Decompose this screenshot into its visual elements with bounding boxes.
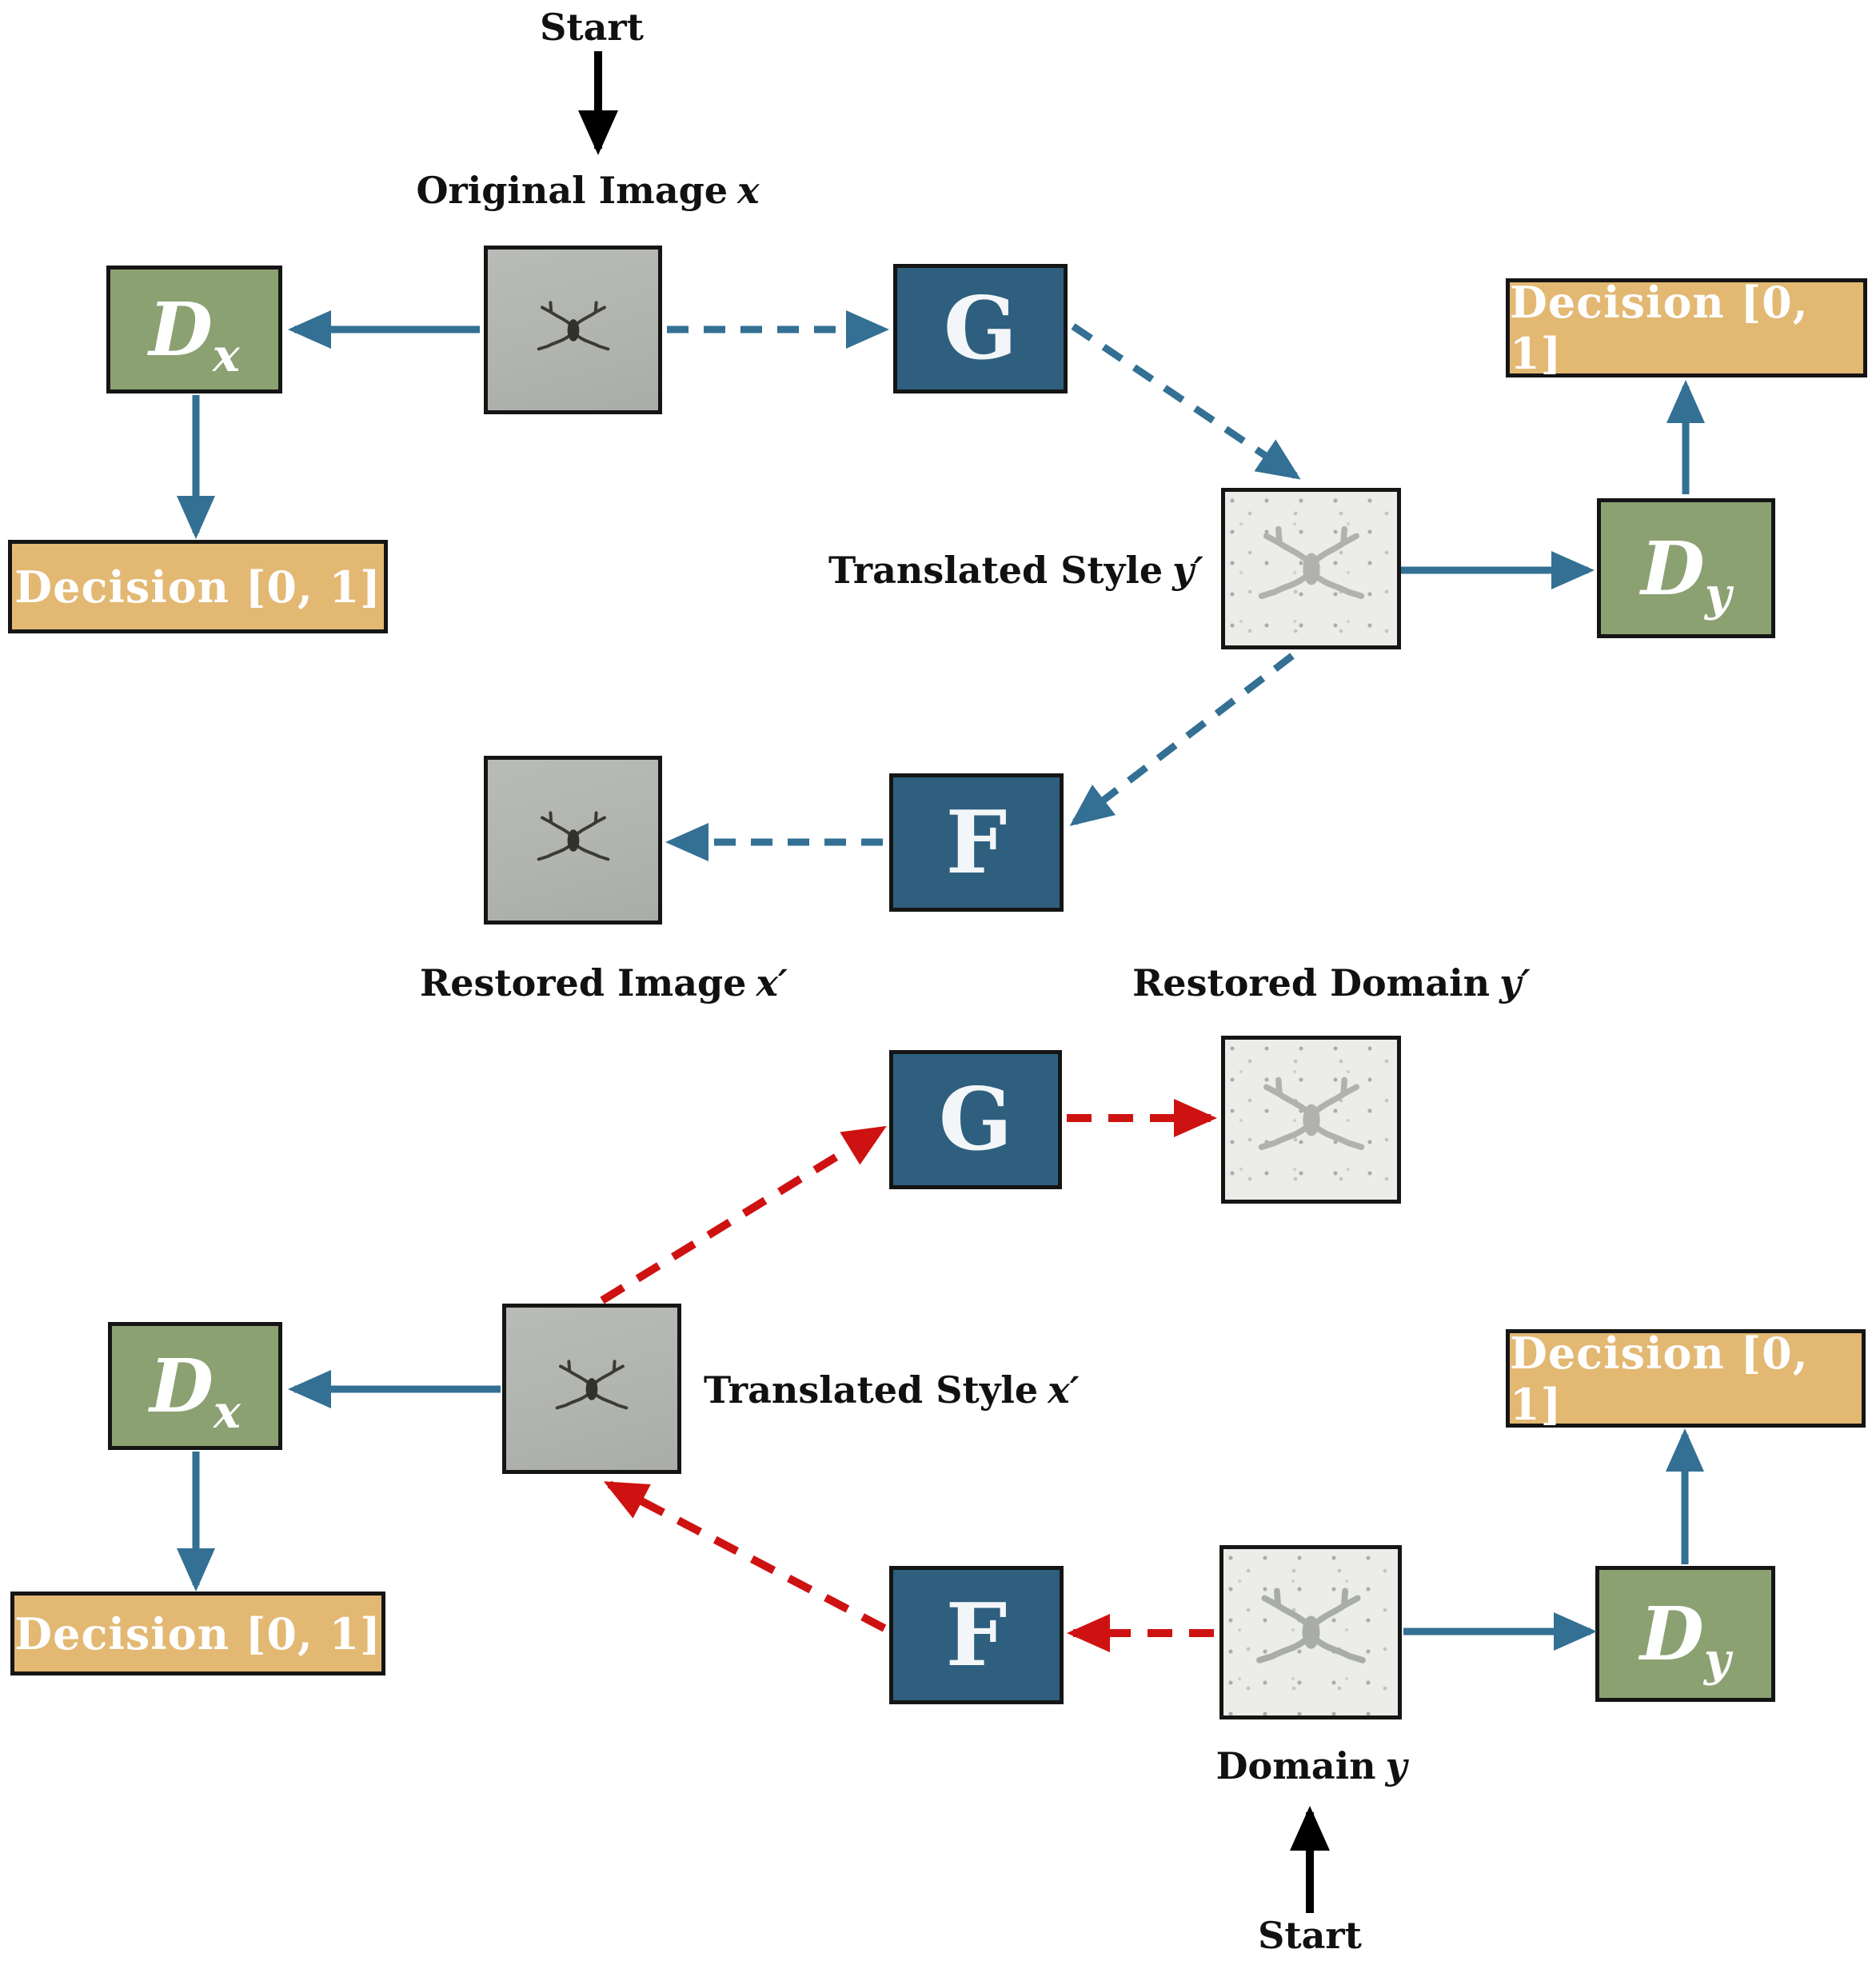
generator-g-bottom: G <box>889 1050 1062 1189</box>
decision-box-bottom-right: Decision [0, 1] <box>1506 1328 1866 1430</box>
discriminator-dx-top: Dx <box>106 266 282 393</box>
drone-silhouette-icon <box>1249 1580 1373 1684</box>
f-bottom-label: F <box>945 1584 1008 1686</box>
discriminator-dy-bottom: Dy <box>1595 1566 1775 1702</box>
dy-top-label: Dy <box>1641 525 1731 621</box>
dx-bottom-label: Dx <box>150 1343 241 1439</box>
drone-silhouette-icon <box>1251 519 1371 619</box>
decision-box-top-right: Decision [0, 1] <box>1506 277 1867 379</box>
generator-g-top: G <box>893 264 1068 393</box>
decision-box-bottom-left: Decision [0, 1] <box>10 1592 385 1675</box>
arrow-translatedx-to-g <box>600 1125 887 1304</box>
restored-image-x-photo <box>484 756 662 925</box>
drone-silhouette-icon <box>555 1359 629 1409</box>
discriminator-dy-top: Dy <box>1597 498 1775 638</box>
restored-domain-y-photo <box>1221 1036 1401 1204</box>
original-image-label-var: x <box>737 169 760 212</box>
generator-f-top: F <box>889 773 1064 912</box>
translated-style-x-photo <box>502 1304 681 1474</box>
arrow-f-to-translatedx <box>603 1480 887 1632</box>
decision-box-top-left: Decision [0, 1] <box>8 540 388 633</box>
discriminator-dx-bottom: Dx <box>108 1322 282 1450</box>
start-label-top: Start <box>540 6 644 49</box>
original-image-label-text: Original Image <box>416 169 728 212</box>
domain-y-photo <box>1219 1545 1402 1719</box>
drone-silhouette-icon <box>537 810 609 861</box>
g-top-label: G <box>943 278 1018 379</box>
f-top-label: F <box>945 792 1008 893</box>
generator-f-bottom: F <box>889 1566 1064 1704</box>
dy-bottom-label: Dy <box>1640 1591 1730 1687</box>
start-label-bottom: Start <box>1258 1914 1362 1957</box>
dx-top-label: Dx <box>149 286 240 382</box>
drone-silhouette-icon <box>1251 1070 1371 1170</box>
translated-style-y-photo <box>1221 488 1401 649</box>
original-image-x-photo <box>484 246 662 414</box>
drone-silhouette-icon <box>537 300 609 350</box>
arrow-translatedy-to-f <box>1069 653 1295 826</box>
arrow-g-to-translatedy <box>1071 323 1301 480</box>
g-bottom-label: G <box>938 1069 1013 1170</box>
